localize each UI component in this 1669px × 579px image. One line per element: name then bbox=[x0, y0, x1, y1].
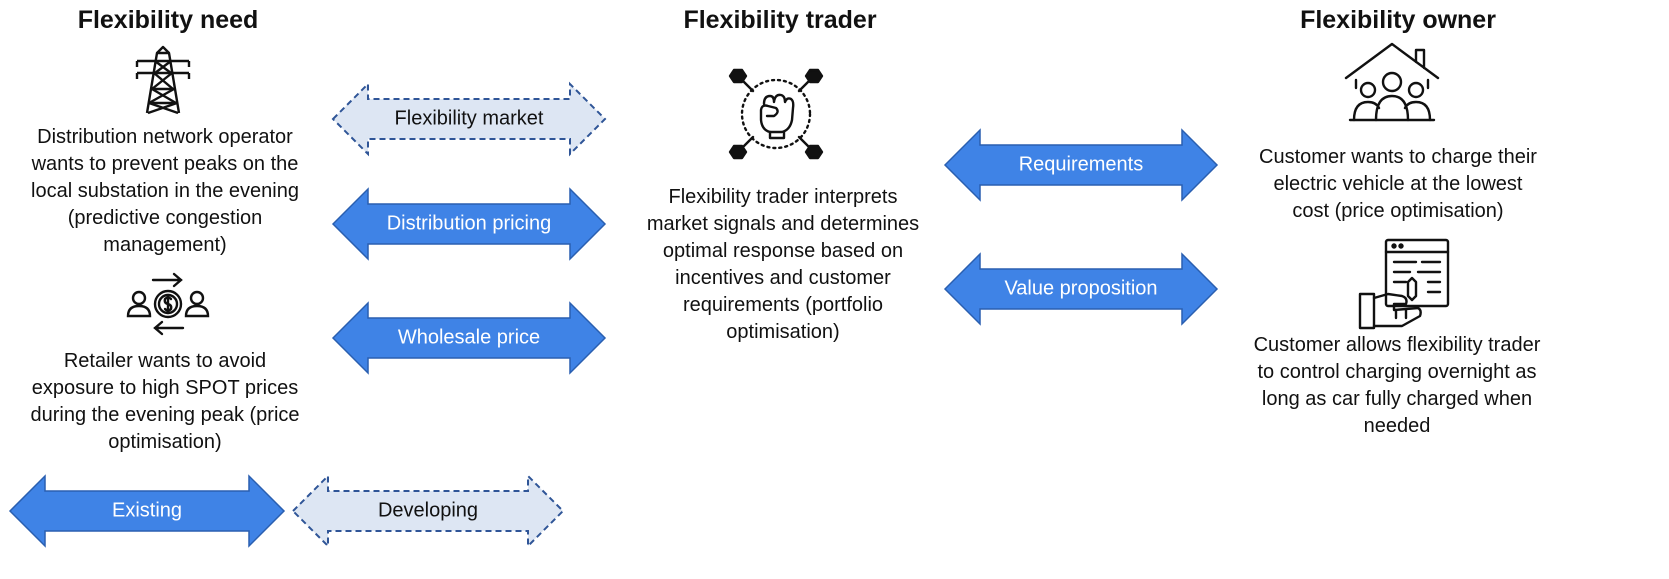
requirements-label: Requirements bbox=[1018, 153, 1144, 176]
value-proposition-label: Value proposition bbox=[1004, 277, 1158, 300]
flexibility-market-arrow: Flexibility market bbox=[331, 81, 607, 157]
legend-developing-arrow: Developing bbox=[291, 473, 565, 549]
wholesale-price-label: Wholesale price bbox=[397, 326, 541, 349]
value-proposition-arrow: Value proposition bbox=[943, 252, 1219, 326]
heading-flexibility-need: Flexibility need bbox=[77, 6, 259, 34]
house-family-icon bbox=[1342, 40, 1442, 122]
remote-control-hand-icon bbox=[1358, 238, 1452, 332]
fist-network-icon bbox=[720, 60, 832, 168]
legend-existing-arrow: Existing bbox=[8, 474, 286, 548]
legend-developing-label: Developing bbox=[377, 499, 479, 522]
distribution-pricing-arrow: Distribution pricing bbox=[331, 187, 607, 261]
heading-flexibility-trader: Flexibility trader bbox=[683, 6, 877, 34]
flexibility-market-label: Flexibility market bbox=[394, 107, 544, 130]
requirements-arrow: Requirements bbox=[943, 128, 1219, 202]
transmission-tower-icon bbox=[133, 45, 193, 115]
legend-existing-label: Existing bbox=[111, 499, 183, 522]
distribution-pricing-label: Distribution pricing bbox=[386, 212, 552, 235]
wholesale-price-arrow: Wholesale price bbox=[331, 301, 607, 375]
money-exchange-icon bbox=[123, 272, 213, 336]
heading-flexibility-owner: Flexibility owner bbox=[1300, 6, 1496, 34]
